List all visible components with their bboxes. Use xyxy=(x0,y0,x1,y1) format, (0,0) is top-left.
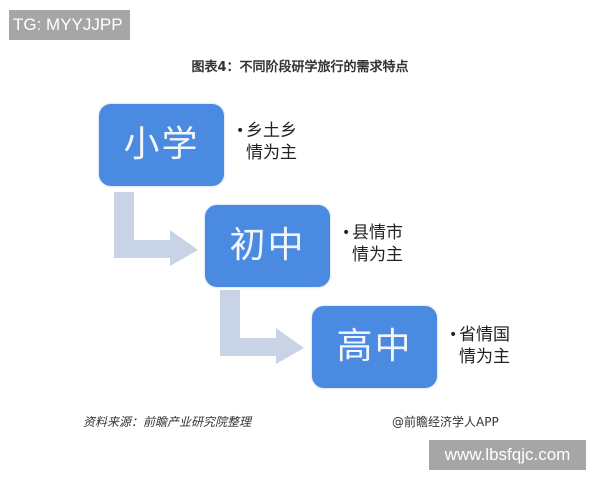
brand-credit: @前瞻经济学人APP xyxy=(392,415,499,429)
stage-desc-junior: •县情市 情为主 xyxy=(342,222,403,266)
desc-line: 省情国 xyxy=(459,325,510,345)
watermark-tg: TG: MYYJJPP xyxy=(9,10,130,40)
stage-desc-primary: •乡土乡 情为主 xyxy=(236,120,297,164)
desc-line: 乡土乡 xyxy=(246,121,297,141)
bullet-icon: • xyxy=(449,327,458,343)
stage-desc-senior: •省情国 情为主 xyxy=(449,324,510,368)
desc-line: 县情市 xyxy=(352,223,403,243)
stage-box-senior: 高中 xyxy=(312,306,437,388)
bullet-icon: • xyxy=(236,123,245,139)
stage-box-junior: 初中 xyxy=(205,205,330,287)
bullet-icon: • xyxy=(342,225,351,241)
source-note: 资料来源：前瞻产业研究院整理 xyxy=(83,415,252,429)
diagram-title: 图表4：不同阶段研学旅行的需求特点 xyxy=(191,60,409,75)
desc-line: 情为主 xyxy=(352,245,403,265)
desc-line: 情为主 xyxy=(246,143,297,163)
desc-line: 情为主 xyxy=(459,347,510,367)
stage-box-primary: 小学 xyxy=(99,104,224,186)
elbow-arrow-icon xyxy=(114,192,198,266)
elbow-arrow-icon xyxy=(220,290,304,364)
watermark-url: www.lbsfqjc.com xyxy=(429,440,586,470)
